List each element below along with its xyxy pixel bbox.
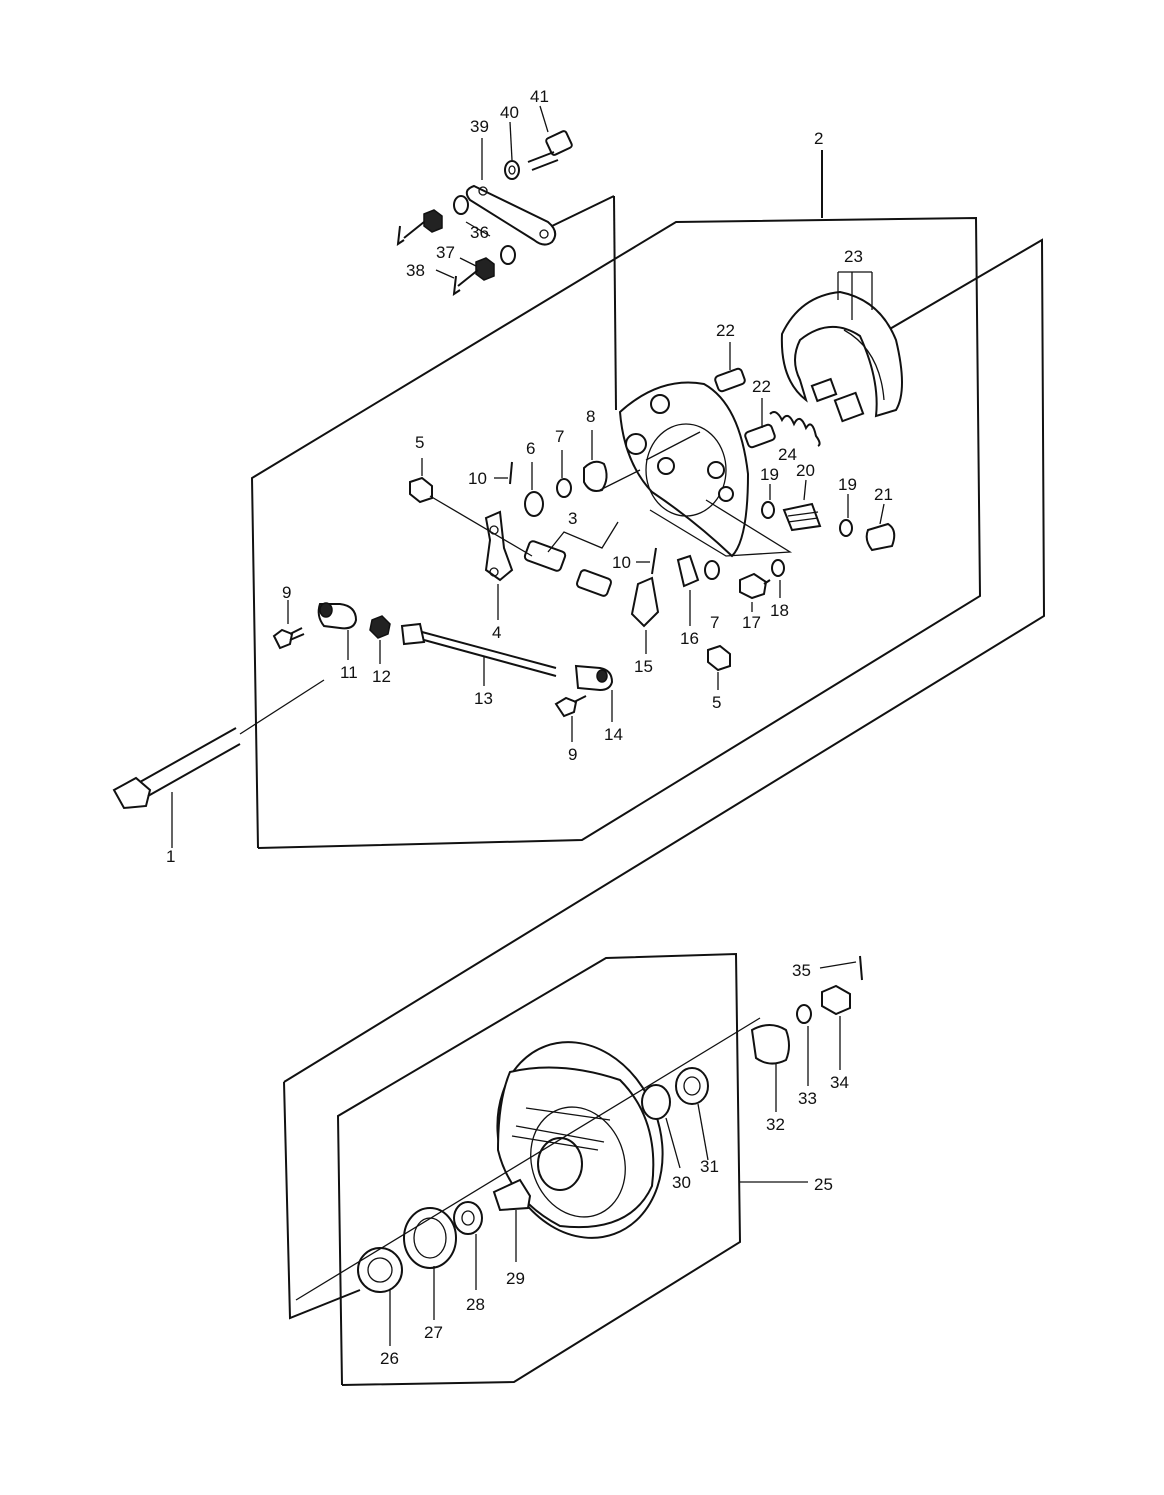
nut-36 [453, 195, 516, 265]
callout-39: 39 [470, 117, 489, 136]
callout-8: 8 [586, 407, 595, 426]
callout-labels: 1 2 3 4 5 5 6 7 7 8 9 9 10 10 11 12 13 1… [166, 87, 893, 1368]
nut-37 [423, 209, 495, 281]
callout-16: 16 [680, 629, 699, 648]
callout-20: 20 [796, 461, 815, 480]
callout-36: 36 [470, 223, 489, 242]
cam-shaft-3 [523, 521, 619, 597]
nut-5 [409, 458, 731, 690]
callout-4: 4 [492, 623, 501, 642]
callout-30: 30 [672, 1173, 691, 1192]
callout-5b: 5 [712, 693, 721, 712]
callout-27: 27 [424, 1323, 443, 1342]
callout-26: 26 [380, 1349, 399, 1368]
callout-24: 24 [778, 445, 797, 464]
pivot-pin-22 [714, 342, 776, 449]
callout-15: 15 [634, 657, 653, 676]
callout-29: 29 [506, 1269, 525, 1288]
callout-40: 40 [500, 103, 519, 122]
callout-9a: 9 [282, 583, 291, 602]
callout-23: 23 [844, 247, 863, 266]
callout-7b: 7 [710, 613, 719, 632]
callout-12: 12 [372, 667, 391, 686]
callout-18: 18 [770, 601, 789, 620]
callout-31: 31 [700, 1157, 719, 1176]
bolt-41 [527, 130, 573, 171]
callout-2: 2 [814, 129, 823, 148]
callout-25: 25 [814, 1175, 833, 1194]
callout-10a: 10 [468, 469, 487, 488]
cam-lever-4 [484, 510, 514, 620]
brake-panel-group-frame [250, 150, 982, 849]
callout-17: 17 [742, 613, 761, 632]
callout-34: 34 [830, 1073, 849, 1092]
axle-leader-lines [429, 431, 793, 557]
callout-11: 11 [340, 663, 358, 682]
brake-shoes-23 [780, 271, 903, 423]
callout-5a: 5 [415, 433, 424, 452]
torque-link-leaders [435, 105, 617, 411]
axle-1 [112, 679, 325, 848]
washer-40 [504, 160, 520, 180]
callout-32: 32 [766, 1115, 785, 1134]
callout-13: 13 [474, 689, 493, 708]
callout-10b: 10 [612, 553, 631, 572]
cotter-pin-38 [396, 221, 479, 297]
callout-7a: 7 [555, 427, 564, 446]
callout-38: 38 [406, 261, 425, 280]
callout-19a: 19 [760, 465, 779, 484]
adjuster-parts-19-21 [761, 479, 896, 552]
washers-6-7-8 [524, 430, 785, 580]
hub-drum [496, 1041, 664, 1239]
callout-33: 33 [798, 1089, 817, 1108]
callout-3: 3 [568, 509, 577, 528]
hub-leader-lines [295, 961, 857, 1346]
spring-24 [769, 411, 821, 447]
callout-22b: 22 [752, 377, 771, 396]
callout-35: 35 [792, 961, 811, 980]
callout-22a: 22 [716, 321, 735, 340]
callout-9b: 9 [568, 745, 577, 764]
cotter-pin-10 [494, 461, 657, 575]
rod-assembly-9-14 [272, 600, 614, 742]
callout-28: 28 [466, 1295, 485, 1314]
lever-15-16 [630, 554, 700, 654]
callout-41: 41 [530, 87, 549, 106]
callout-21: 21 [874, 485, 893, 504]
wheel-hub-group-frame [283, 238, 1046, 1386]
callout-37: 37 [436, 243, 455, 262]
callout-6: 6 [526, 439, 535, 458]
callout-1: 1 [166, 847, 175, 866]
bolt-17-washer-18 [739, 572, 781, 612]
torque-link-39 [465, 184, 557, 246]
hub-parts-26-34 [357, 955, 863, 1293]
callout-19b: 19 [838, 475, 857, 494]
brake-panel [618, 381, 750, 558]
callout-14: 14 [604, 725, 623, 744]
